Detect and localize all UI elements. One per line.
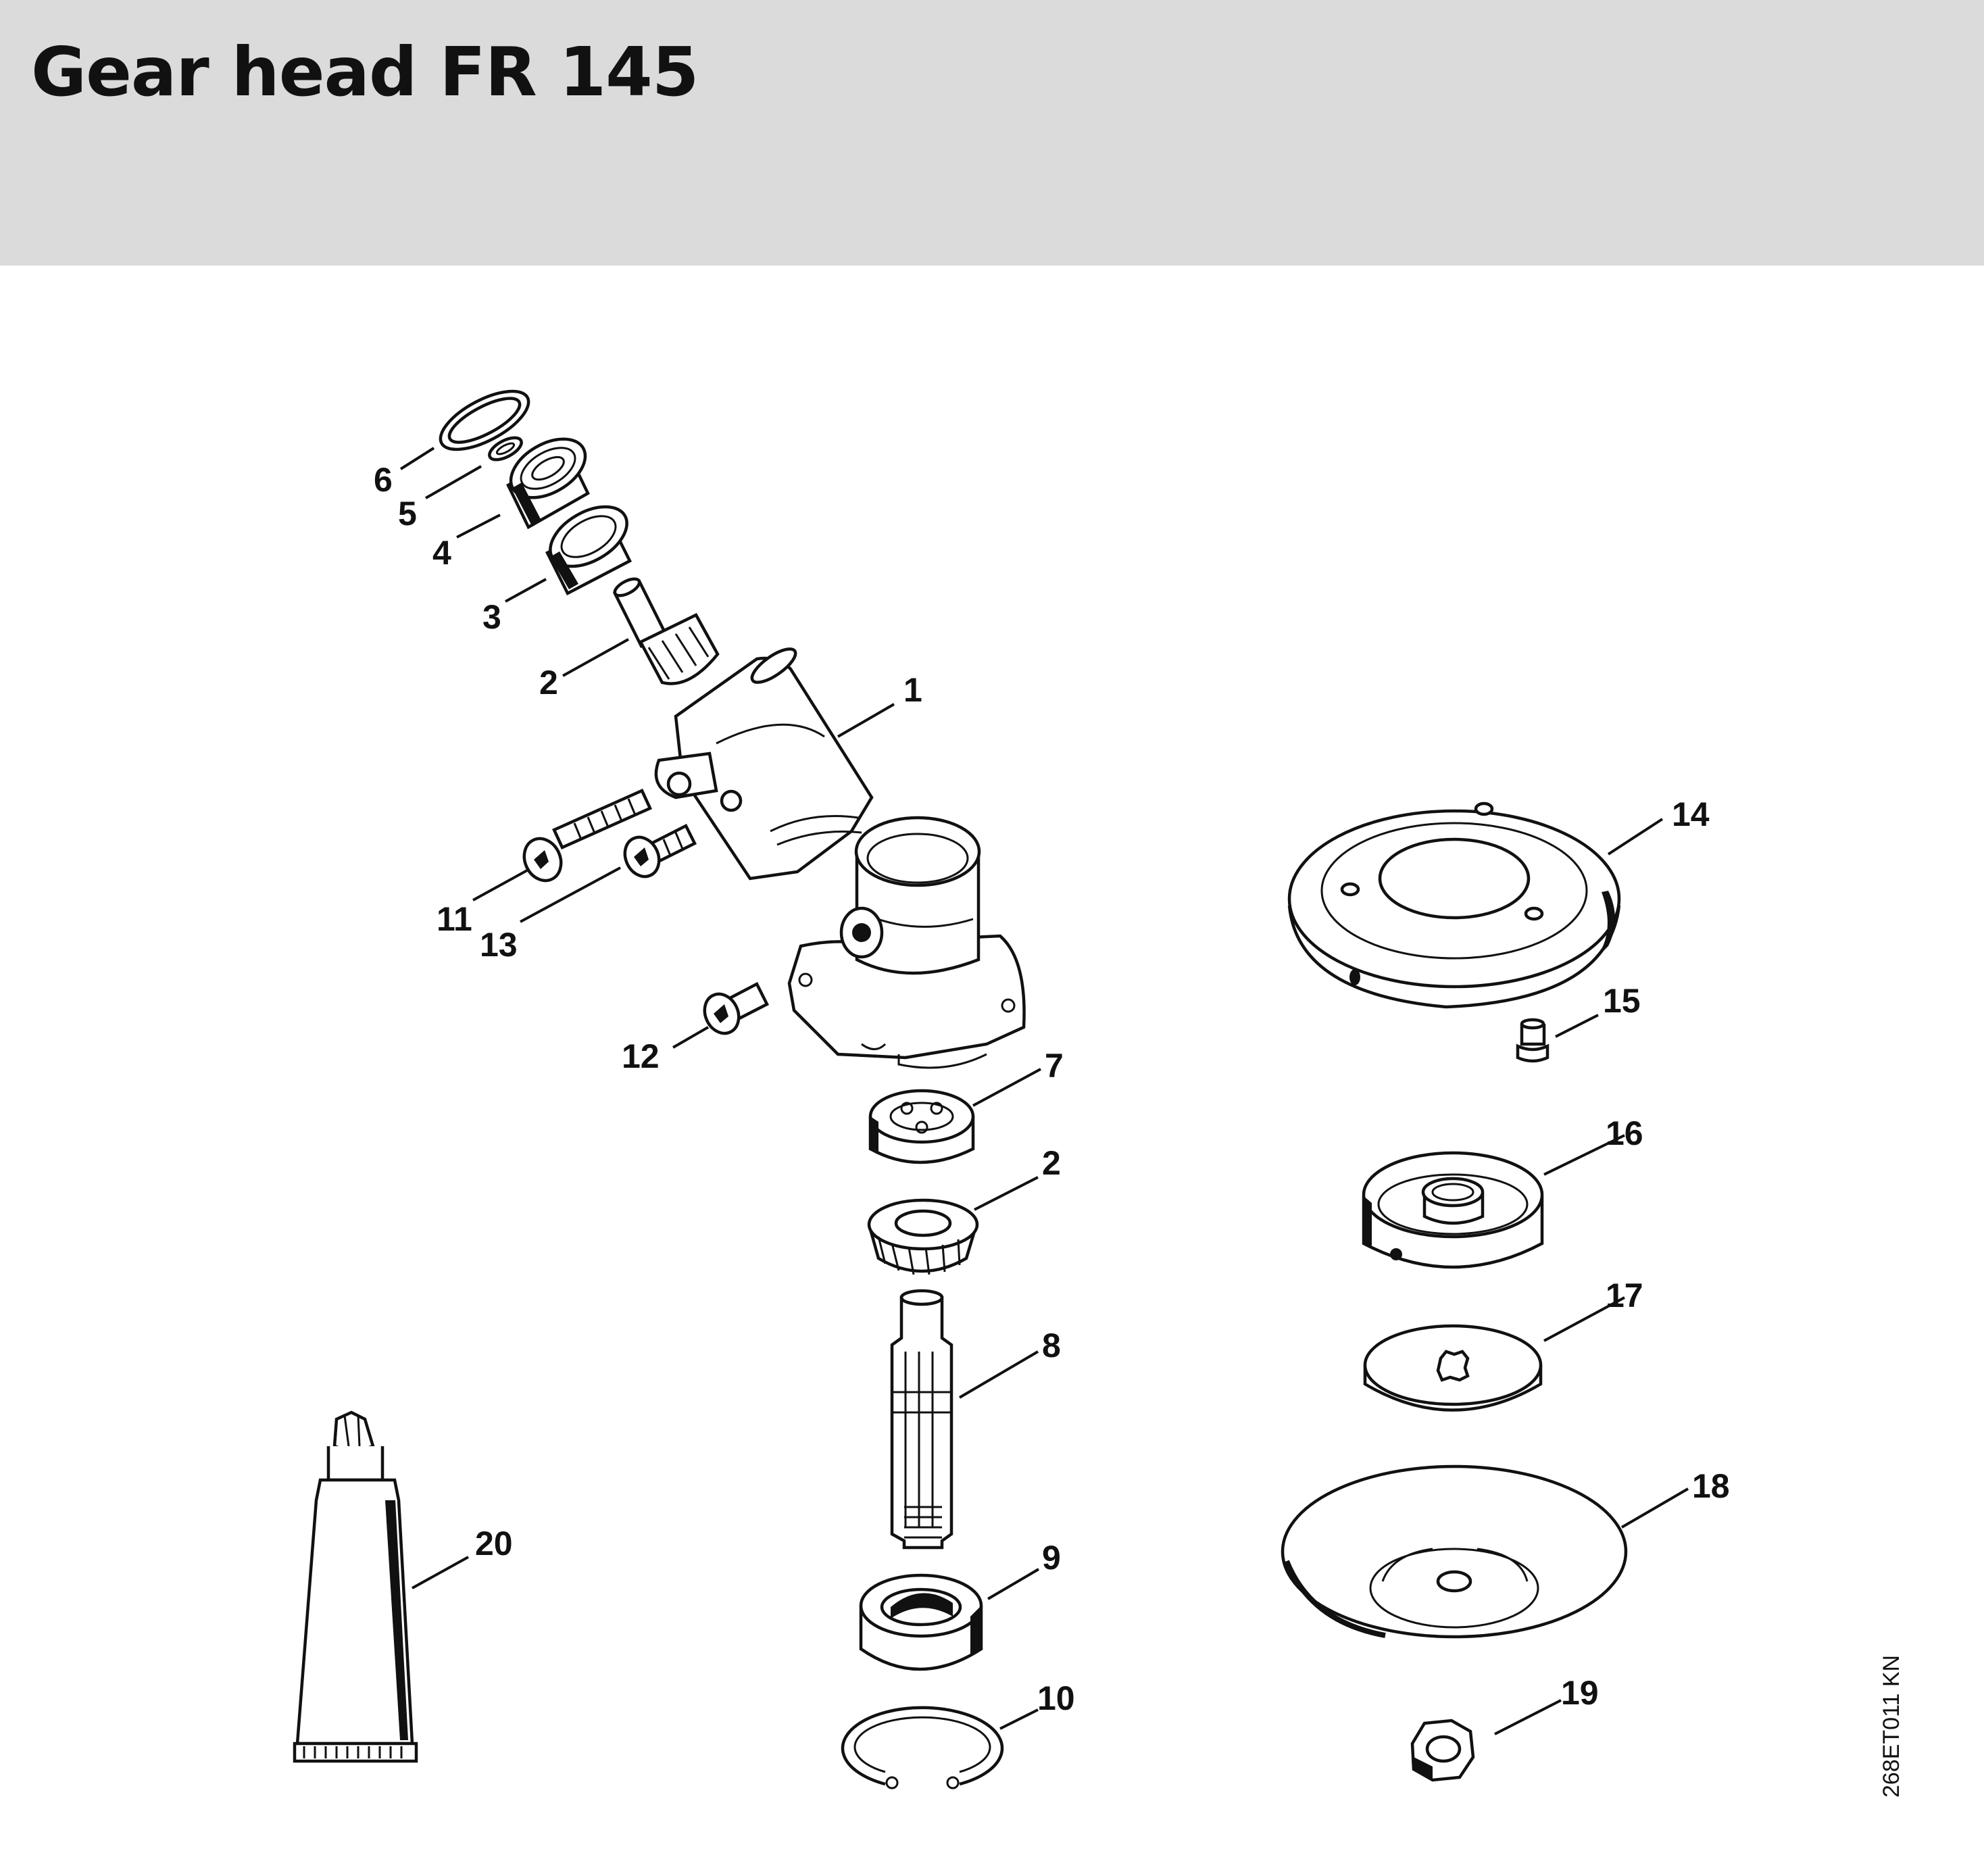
callout-13: 13 xyxy=(480,926,518,964)
part-2-pinion xyxy=(612,577,720,685)
callout-2-lower: 2 xyxy=(1042,1144,1061,1182)
part-19-hex-nut xyxy=(1410,1719,1475,1782)
callout-12: 12 xyxy=(622,1037,660,1075)
callout-9: 9 xyxy=(1042,1539,1061,1577)
part-3-ball-bearing xyxy=(545,505,633,596)
callout-18: 18 xyxy=(1692,1467,1730,1505)
part-9-ball-bearing xyxy=(859,1573,983,1671)
part-14-thrust-plate xyxy=(1287,801,1621,1009)
part-11-screw xyxy=(522,789,652,883)
callout-15: 15 xyxy=(1603,982,1641,1020)
leader-lines xyxy=(399,447,1689,1735)
page-title: Gear head FR 145 xyxy=(31,32,699,112)
callout-10: 10 xyxy=(1037,1679,1075,1717)
callout-5: 5 xyxy=(398,495,417,533)
callout-numbers: 6 5 4 3 2 1 14 15 11 13 12 7 16 2 17 8 1… xyxy=(374,461,1730,1717)
part-6-circlip xyxy=(439,389,530,451)
callout-16: 16 xyxy=(1606,1114,1643,1152)
callout-8: 8 xyxy=(1042,1327,1061,1364)
callout-14: 14 xyxy=(1672,795,1710,833)
part-17-thrust-plate xyxy=(1363,1324,1543,1412)
part-16-thrust-washer xyxy=(1362,1151,1544,1269)
part-7-ball-bearing xyxy=(868,1089,975,1164)
callout-17: 17 xyxy=(1606,1277,1643,1314)
part-4-ball-bearing xyxy=(506,437,590,530)
callout-20: 20 xyxy=(475,1525,513,1562)
header-band xyxy=(0,0,1984,266)
part-15-screw xyxy=(1516,1018,1549,1063)
callout-7: 7 xyxy=(1045,1047,1064,1085)
part-2-bevel-gear xyxy=(867,1198,979,1275)
callout-4: 4 xyxy=(432,534,451,572)
part-1-gear-housing xyxy=(654,647,1026,1069)
part-13-screw xyxy=(623,823,697,879)
part-20-grease-tube xyxy=(293,1410,418,1763)
callout-6: 6 xyxy=(374,461,393,499)
callout-1: 1 xyxy=(903,671,922,709)
callout-11: 11 xyxy=(437,900,472,938)
part-12-screw xyxy=(703,981,770,1035)
callout-3: 3 xyxy=(482,598,501,636)
callout-19: 19 xyxy=(1561,1674,1599,1712)
drawing-code: 268ET011 KN xyxy=(1879,1654,1904,1798)
callout-2-upper: 2 xyxy=(539,664,558,701)
part-10-circlip xyxy=(841,1706,1004,1789)
part-18-rider-plate xyxy=(1281,1464,1628,1639)
part-8-drive-shaft xyxy=(890,1289,953,1550)
part-5-ring xyxy=(488,436,523,462)
